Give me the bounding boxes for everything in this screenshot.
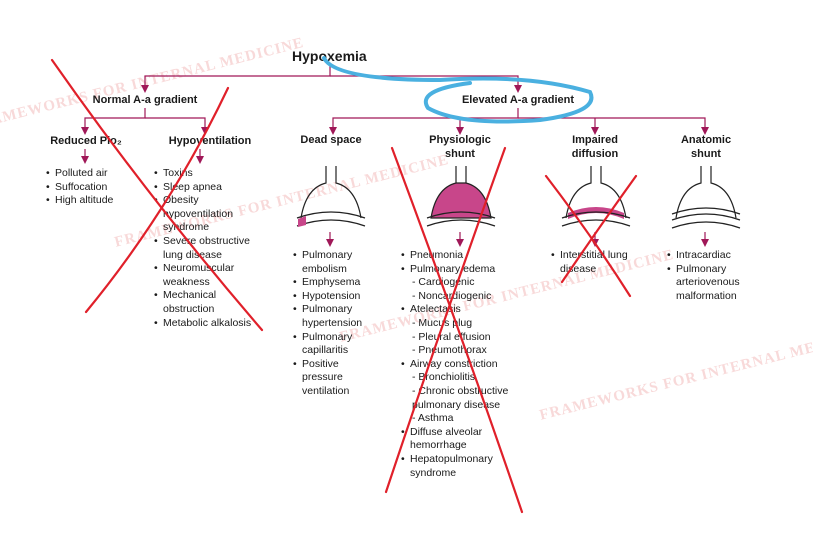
list-item: High altitude: [46, 194, 151, 208]
sub-list-item: - Chronic obstructive pulmonary disease: [401, 385, 526, 412]
list-item: Intracardiac: [667, 249, 767, 263]
reduced-pio2-header: Reduced Pio₂: [40, 134, 132, 148]
list-item: Suffocation: [46, 181, 151, 195]
anatomic-shunt-list: Intracardiac Pulmonary arteriovenous mal…: [667, 249, 767, 303]
impaired-diffusion-list: Interstitial lung disease: [551, 249, 651, 276]
list-item: Pneumonia: [401, 249, 526, 263]
list-item: Polluted air: [46, 167, 151, 181]
impaired-diffusion-header: Impaired diffusion: [557, 133, 633, 161]
anatomic-shunt-alveolus-diagram: [672, 166, 740, 228]
normal-aa-gradient-label: Normal A-a gradient: [75, 93, 215, 107]
list-item: Positive pressure ventilation: [293, 358, 378, 399]
dead-space-header: Dead space: [300, 133, 362, 147]
impaired-diffusion-alveolus-diagram: [562, 166, 630, 226]
dead-space-alveolus-diagram: [297, 166, 365, 227]
elevated-aa-gradient-label: Elevated A-a gradient: [440, 93, 596, 107]
list-item: Neuromuscular weakness: [154, 262, 266, 289]
sub-list-item: - Mucus plug: [401, 317, 526, 331]
hypoventilation-header: Hypoventilation: [155, 134, 265, 148]
reduced-pio2-list: Polluted air Suffocation High altitude: [46, 167, 151, 208]
dead-space-list: Pulmonary embolism Emphysema Hypotension…: [293, 249, 378, 399]
anatomic-shunt-header: Anatomic shunt: [670, 133, 742, 161]
sub-list-item: - Asthma: [401, 412, 526, 426]
list-item: Pulmonary arteriovenous malformation: [667, 263, 767, 304]
list-item: Pulmonary edema: [401, 263, 526, 277]
list-item: Obesity hypoventilation syndrome: [154, 194, 266, 235]
list-item: Pulmonary hypertension: [293, 303, 378, 330]
diagram-title: Hypoxemia: [292, 48, 367, 64]
list-item: Diffuse alveolar hemorrhage: [401, 426, 526, 453]
list-item: Sleep apnea: [154, 181, 266, 195]
list-item: Airway constriction: [401, 358, 526, 372]
sub-list-item: - Bronchiolitis: [401, 371, 526, 385]
list-item: Severe obstructive lung disease: [154, 235, 266, 262]
physiologic-shunt-alveolus-diagram: [427, 166, 495, 226]
sub-list-item: - Noncardiogenic: [401, 290, 526, 304]
list-item: Emphysema: [293, 276, 378, 290]
list-item: Pulmonary capillaritis: [293, 331, 378, 358]
sub-list-item: - Pleural effusion: [401, 331, 526, 345]
list-item: Hepatopulmonary syndrome: [401, 453, 526, 480]
list-item: Hypotension: [293, 290, 378, 304]
hypoventilation-list: Toxins Sleep apnea Obesity hypoventilati…: [154, 167, 266, 330]
sub-list-item: - Cardiogenic: [401, 276, 526, 290]
list-item: Interstitial lung disease: [551, 249, 651, 276]
list-item: Metabolic alkalosis: [154, 317, 266, 331]
physiologic-shunt-header: Physiologic shunt: [418, 133, 502, 161]
list-item: Mechanical obstruction: [154, 289, 266, 316]
list-item: Atelectasis: [401, 303, 526, 317]
list-item: Pulmonary embolism: [293, 249, 378, 276]
list-item: Toxins: [154, 167, 266, 181]
physiologic-shunt-list: Pneumonia Pulmonary edema - Cardiogenic …: [401, 249, 526, 480]
sub-list-item: - Pneumothorax: [401, 344, 526, 358]
